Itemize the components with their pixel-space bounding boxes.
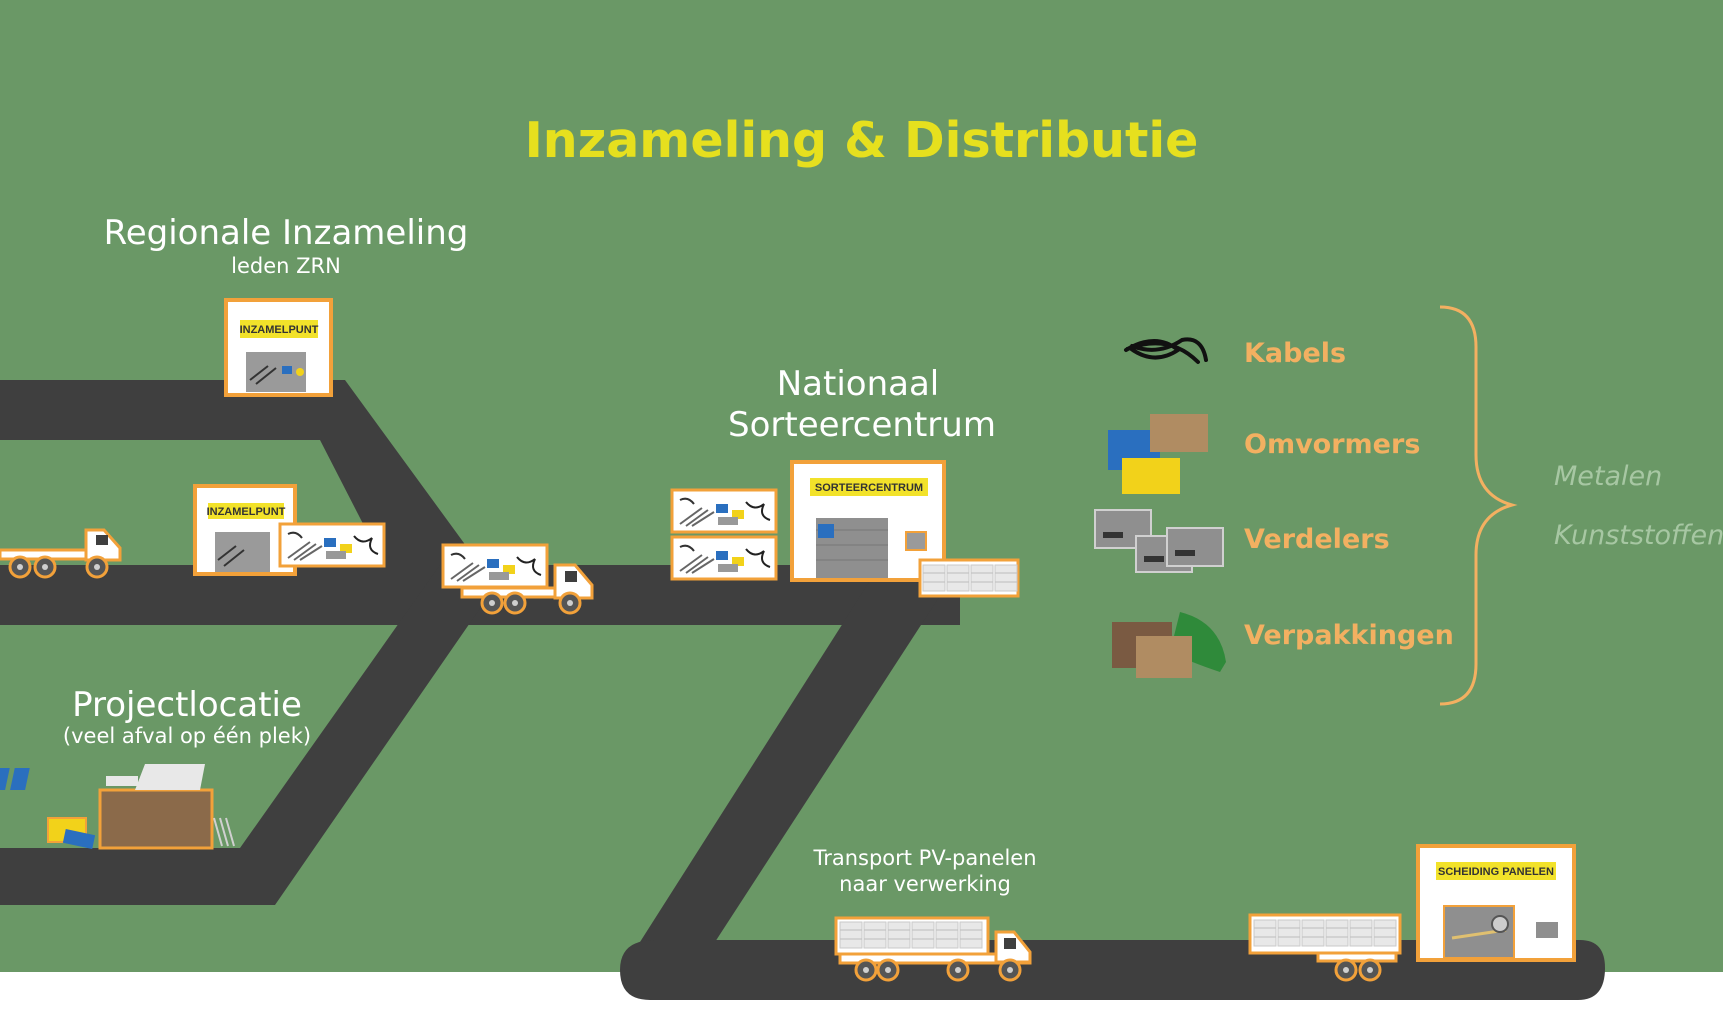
road-diagonal [640, 565, 960, 942]
project-location-sublabel: (veel afval op één plek) [62, 724, 312, 748]
pv-trailer [1248, 913, 1402, 982]
regional-collection-sublabel: leden ZRN [231, 254, 341, 278]
pv-panel-stack-national [918, 558, 1020, 598]
empty-truck [0, 528, 122, 579]
panel-separation-building: SCHEIDING PANELEN [1416, 844, 1576, 962]
category-label-kabels: Kabels [1244, 338, 1347, 369]
project-location-label: Projectlocatie [72, 685, 302, 725]
road-regional [0, 380, 480, 625]
category-label-omvormers: Omvormers [1244, 429, 1421, 460]
material-label-kunststoffen: Kunststoffen [1554, 520, 1723, 551]
collection-point-building-top: INZAMELPUNT [224, 298, 333, 397]
sorting-center-sign: SORTEERCENTRUM [815, 482, 923, 494]
cable-icon [1124, 337, 1208, 364]
collection-point-sign-middle: INZAMELPUNT [207, 506, 286, 518]
scrap-container-national-1 [670, 488, 778, 534]
transport-label-line2: naar verwerking [839, 872, 1011, 896]
regional-collection-label: Regionale Inzameling [103, 213, 469, 253]
loaded-truck [441, 543, 594, 615]
scrap-container-regional [278, 522, 386, 568]
packaging-icon [1112, 612, 1226, 678]
category-label-verdelers: Verdelers [1244, 524, 1390, 555]
diagram-title: Inzameling & Distributie [524, 112, 1199, 169]
project-location-site [0, 764, 235, 850]
national-center-label-line1: Nationaal [776, 364, 940, 404]
road-project [0, 565, 510, 905]
national-center-label-line2: Sorteercentrum [728, 405, 996, 445]
scrap-container-national-2 [670, 535, 778, 581]
separation-sign: SCHEIDING PANELEN [1438, 866, 1554, 878]
transport-label-line1: Transport PV-panelen [813, 846, 1037, 870]
pv-transport-truck [834, 916, 1032, 982]
category-bracket [1439, 305, 1518, 706]
category-label-verpakkingen: Verpakkingen [1244, 620, 1454, 651]
inverter-icon [1108, 414, 1208, 494]
collection-point-sign-top: INZAMELPUNT [240, 324, 319, 336]
material-label-metalen: Metalen [1554, 461, 1663, 492]
distribution-box-icon [1094, 509, 1224, 573]
